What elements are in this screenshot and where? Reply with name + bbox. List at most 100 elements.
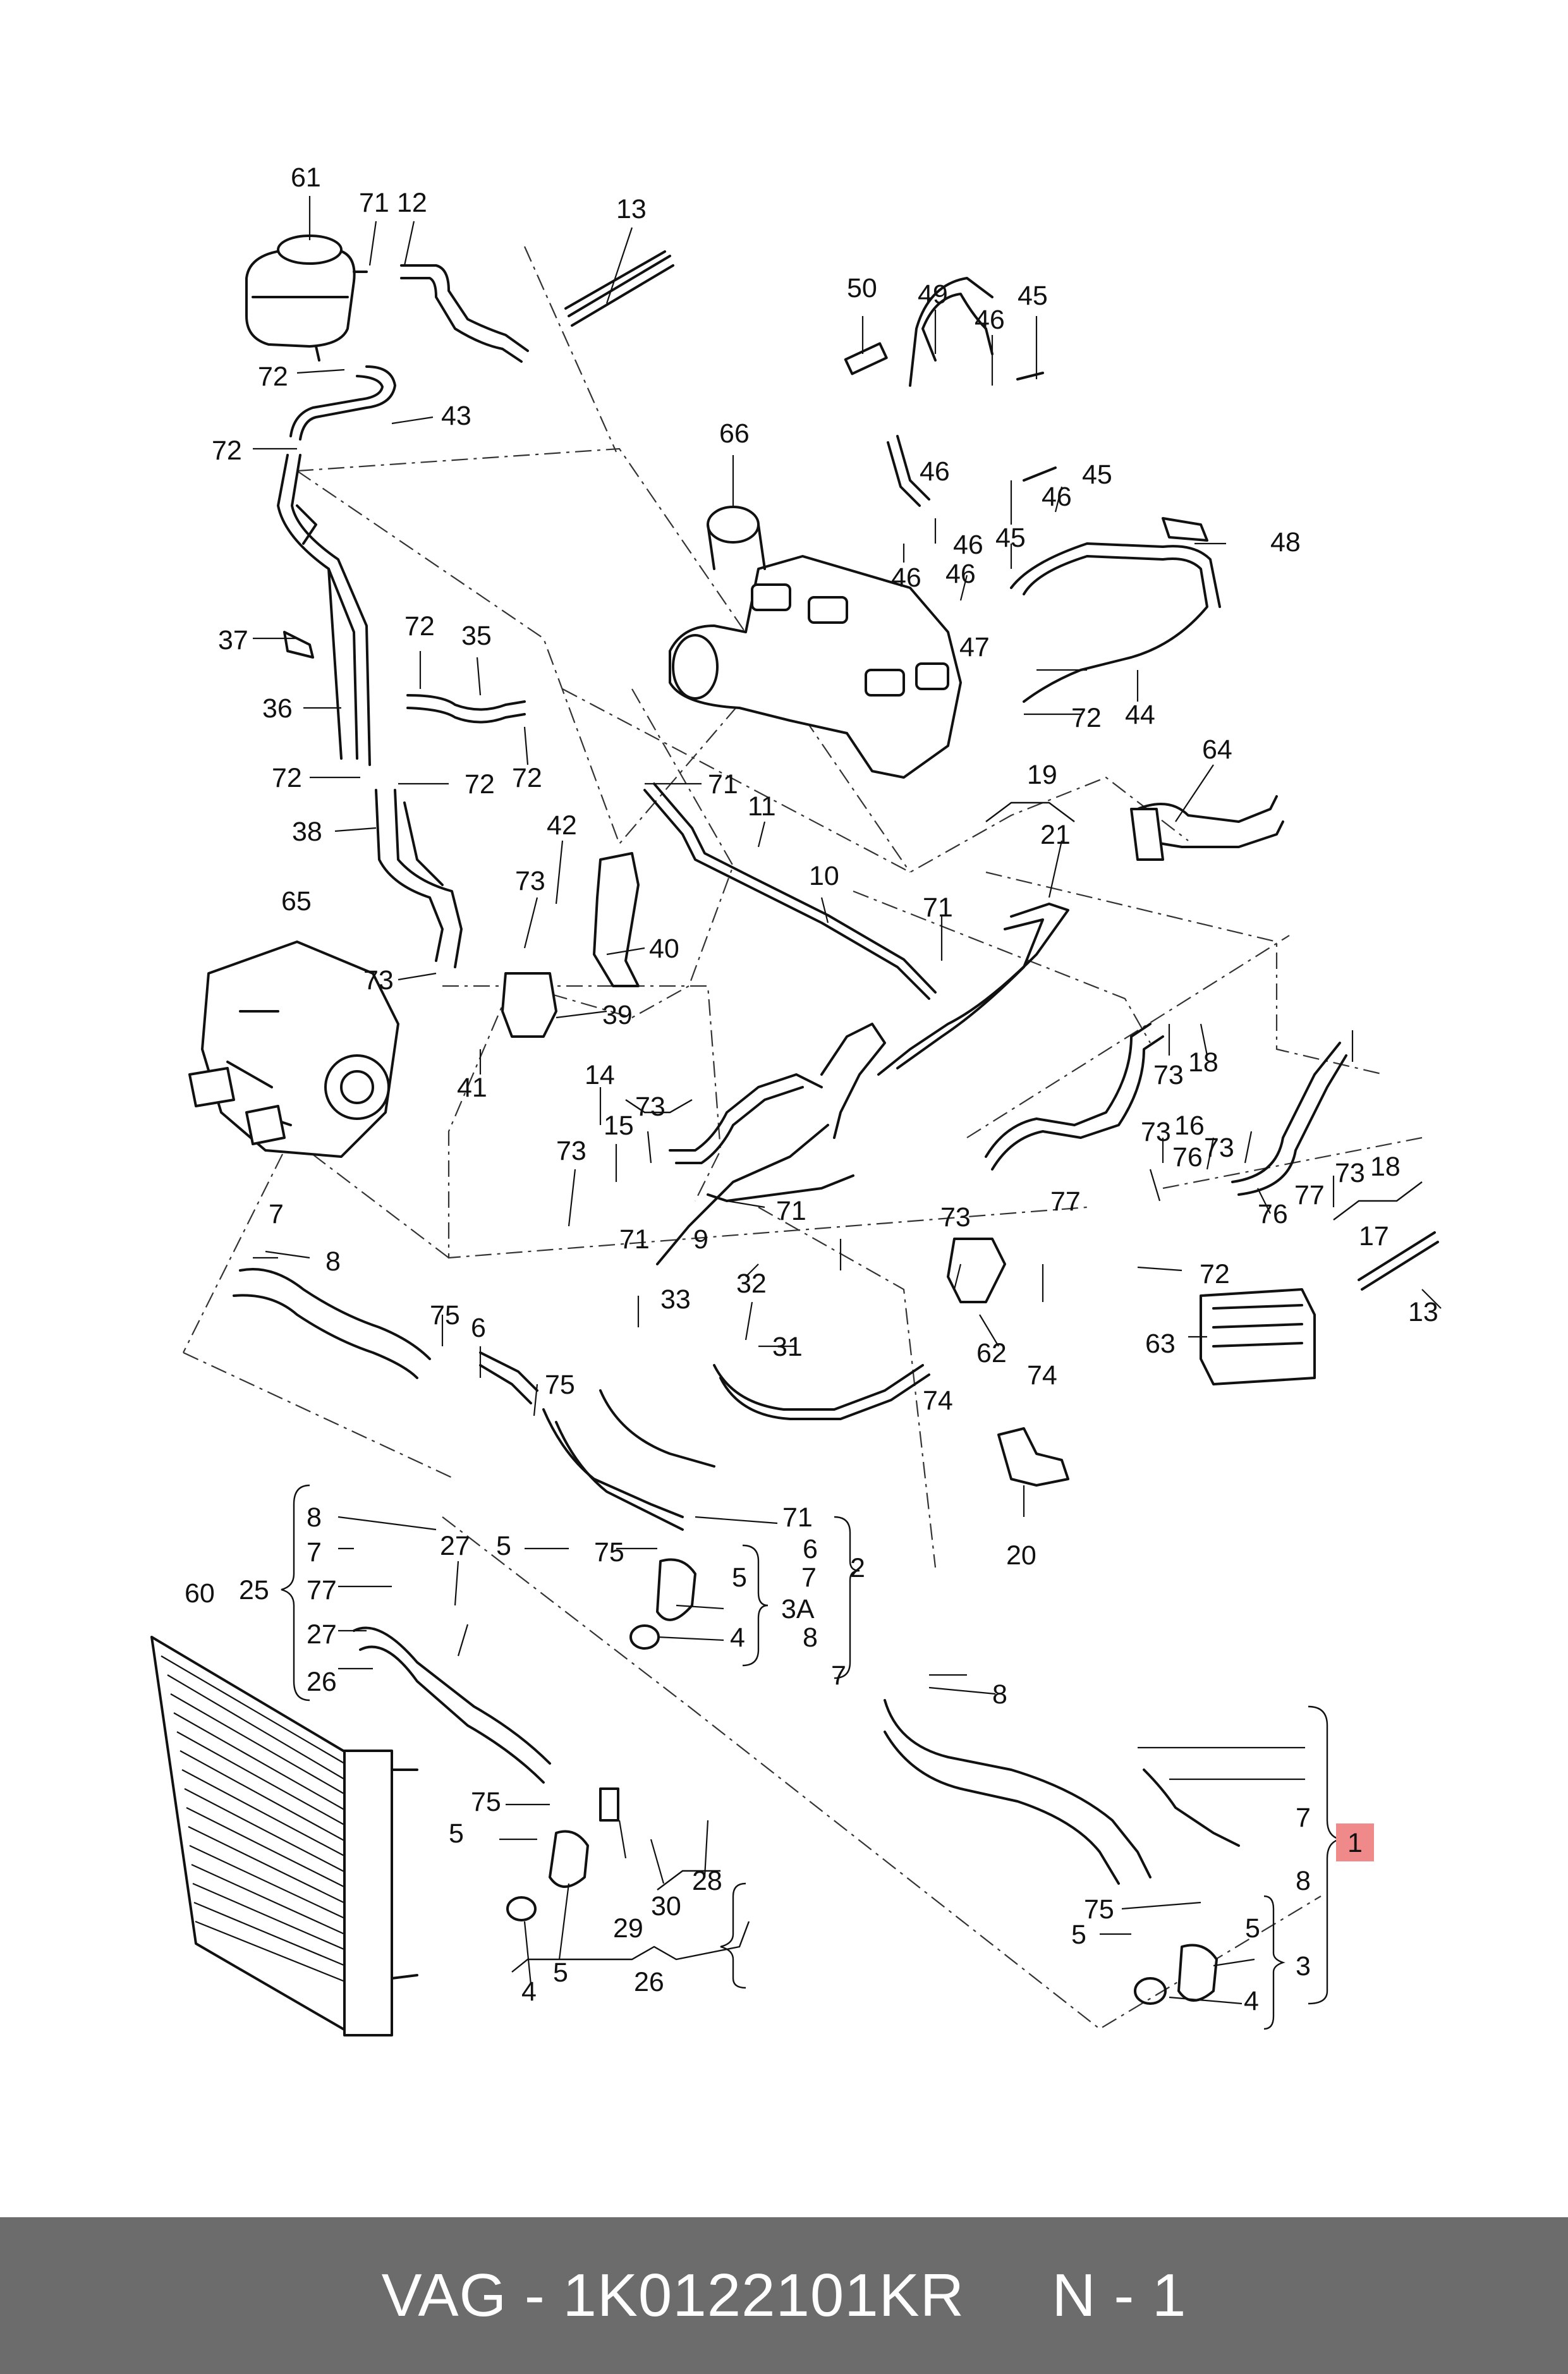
label-75: 75 bbox=[594, 1537, 624, 1567]
label-18: 18 bbox=[1188, 1047, 1219, 1078]
label-63: 63 bbox=[1145, 1329, 1176, 1359]
label-72: 72 bbox=[512, 763, 542, 793]
label-41: 41 bbox=[457, 1073, 487, 1103]
label-6: 6 bbox=[471, 1313, 486, 1343]
label-50: 50 bbox=[847, 273, 877, 303]
label-71: 71 bbox=[359, 188, 389, 218]
label-46: 46 bbox=[891, 563, 921, 593]
label-8: 8 bbox=[992, 1679, 1007, 1710]
label-60: 60 bbox=[185, 1578, 215, 1609]
label-72: 72 bbox=[465, 769, 495, 800]
label-6: 6 bbox=[803, 1534, 818, 1564]
label-4: 4 bbox=[1244, 1986, 1259, 2016]
label-75: 75 bbox=[1084, 1894, 1114, 1925]
label-25: 25 bbox=[239, 1575, 269, 1605]
label-75: 75 bbox=[545, 1370, 575, 1400]
label-71: 71 bbox=[776, 1196, 806, 1226]
label-16: 16 bbox=[1174, 1111, 1205, 1141]
quantity-text: N - 1 bbox=[1052, 2261, 1187, 2329]
label-19: 19 bbox=[1027, 760, 1057, 790]
label-32: 32 bbox=[736, 1269, 767, 1299]
label-5: 5 bbox=[1245, 1913, 1260, 1944]
label-31: 31 bbox=[772, 1332, 803, 1362]
radiator-60 bbox=[150, 1636, 418, 2036]
label-5: 5 bbox=[449, 1818, 464, 1849]
label-47: 47 bbox=[959, 632, 990, 662]
label-74: 74 bbox=[923, 1385, 953, 1416]
label-33: 33 bbox=[660, 1284, 691, 1315]
label-65: 65 bbox=[281, 886, 312, 916]
label-29: 29 bbox=[613, 1913, 643, 1944]
label-18: 18 bbox=[1370, 1152, 1401, 1182]
label-45: 45 bbox=[1018, 281, 1048, 311]
label-12: 12 bbox=[397, 188, 427, 218]
label-43: 43 bbox=[441, 401, 471, 431]
label-46: 46 bbox=[945, 559, 976, 589]
label-72: 72 bbox=[404, 611, 435, 642]
label-77: 77 bbox=[307, 1575, 337, 1605]
label-3: 3 bbox=[1296, 1951, 1311, 1981]
label-10: 10 bbox=[809, 861, 839, 891]
cooling-system-exploded-diagram: 61 71 12 13 72 43 72 37 36 72 35 72 72 7… bbox=[150, 162, 1442, 2036]
label-46: 46 bbox=[975, 305, 1005, 335]
label-27: 27 bbox=[440, 1531, 470, 1561]
label-77: 77 bbox=[1050, 1186, 1081, 1217]
callout-labels: 61 71 12 13 72 43 72 37 36 72 35 72 72 7… bbox=[185, 162, 1438, 2016]
label-13: 13 bbox=[616, 194, 647, 224]
label-77: 77 bbox=[1294, 1180, 1325, 1210]
label-14: 14 bbox=[585, 1060, 615, 1090]
turbo-manifold-66 bbox=[669, 506, 962, 779]
label-8: 8 bbox=[325, 1246, 341, 1277]
label-7: 7 bbox=[831, 1660, 846, 1691]
label-4: 4 bbox=[730, 1622, 745, 1653]
label-73: 73 bbox=[1204, 1133, 1234, 1163]
label-5: 5 bbox=[1071, 1920, 1086, 1950]
hose-12 bbox=[400, 264, 529, 352]
label-7: 7 bbox=[1296, 1803, 1311, 1833]
label-26: 26 bbox=[634, 1967, 664, 1997]
label-8: 8 bbox=[307, 1502, 322, 1533]
label-7: 7 bbox=[269, 1199, 284, 1229]
label-21: 21 bbox=[1040, 820, 1071, 850]
label-73: 73 bbox=[940, 1202, 971, 1233]
label-38: 38 bbox=[292, 817, 322, 847]
label-72: 72 bbox=[258, 362, 288, 392]
label-73: 73 bbox=[1141, 1117, 1171, 1147]
label-74: 74 bbox=[1027, 1360, 1057, 1391]
label-46: 46 bbox=[920, 456, 950, 487]
label-35: 35 bbox=[461, 621, 492, 651]
label-17: 17 bbox=[1359, 1221, 1389, 1251]
leader-lines bbox=[253, 196, 1442, 2005]
label-7: 7 bbox=[801, 1562, 817, 1593]
label-72: 72 bbox=[1200, 1259, 1230, 1289]
expansion-tank-61 bbox=[245, 234, 368, 362]
label-46: 46 bbox=[1042, 482, 1072, 512]
label-3A: 3A bbox=[781, 1594, 815, 1624]
water-pump-65 bbox=[188, 940, 399, 1158]
label-27: 27 bbox=[307, 1619, 337, 1650]
label-49: 49 bbox=[918, 279, 948, 310]
label-71: 71 bbox=[782, 1502, 813, 1533]
label-62: 62 bbox=[976, 1338, 1007, 1368]
label-5: 5 bbox=[732, 1562, 747, 1593]
label-73: 73 bbox=[515, 866, 545, 896]
label-46: 46 bbox=[953, 530, 983, 560]
label-40: 40 bbox=[649, 934, 679, 964]
label-42: 42 bbox=[547, 810, 577, 841]
label-76: 76 bbox=[1258, 1199, 1288, 1229]
footer-spacer bbox=[964, 2261, 1052, 2330]
label-44: 44 bbox=[1125, 700, 1155, 730]
label-45: 45 bbox=[1082, 460, 1112, 490]
label-9: 9 bbox=[693, 1224, 708, 1255]
label-5: 5 bbox=[553, 1957, 568, 1988]
label-73: 73 bbox=[1335, 1158, 1365, 1188]
label-73: 73 bbox=[1153, 1060, 1184, 1090]
label-20: 20 bbox=[1006, 1540, 1036, 1571]
label-48: 48 bbox=[1270, 527, 1301, 557]
label-75: 75 bbox=[471, 1787, 501, 1817]
label-30: 30 bbox=[651, 1891, 681, 1921]
label-73: 73 bbox=[363, 965, 394, 995]
label-28: 28 bbox=[692, 1866, 722, 1896]
part-number-text: VAG - 1K0122101KR bbox=[381, 2261, 965, 2329]
label-8: 8 bbox=[1296, 1866, 1311, 1896]
